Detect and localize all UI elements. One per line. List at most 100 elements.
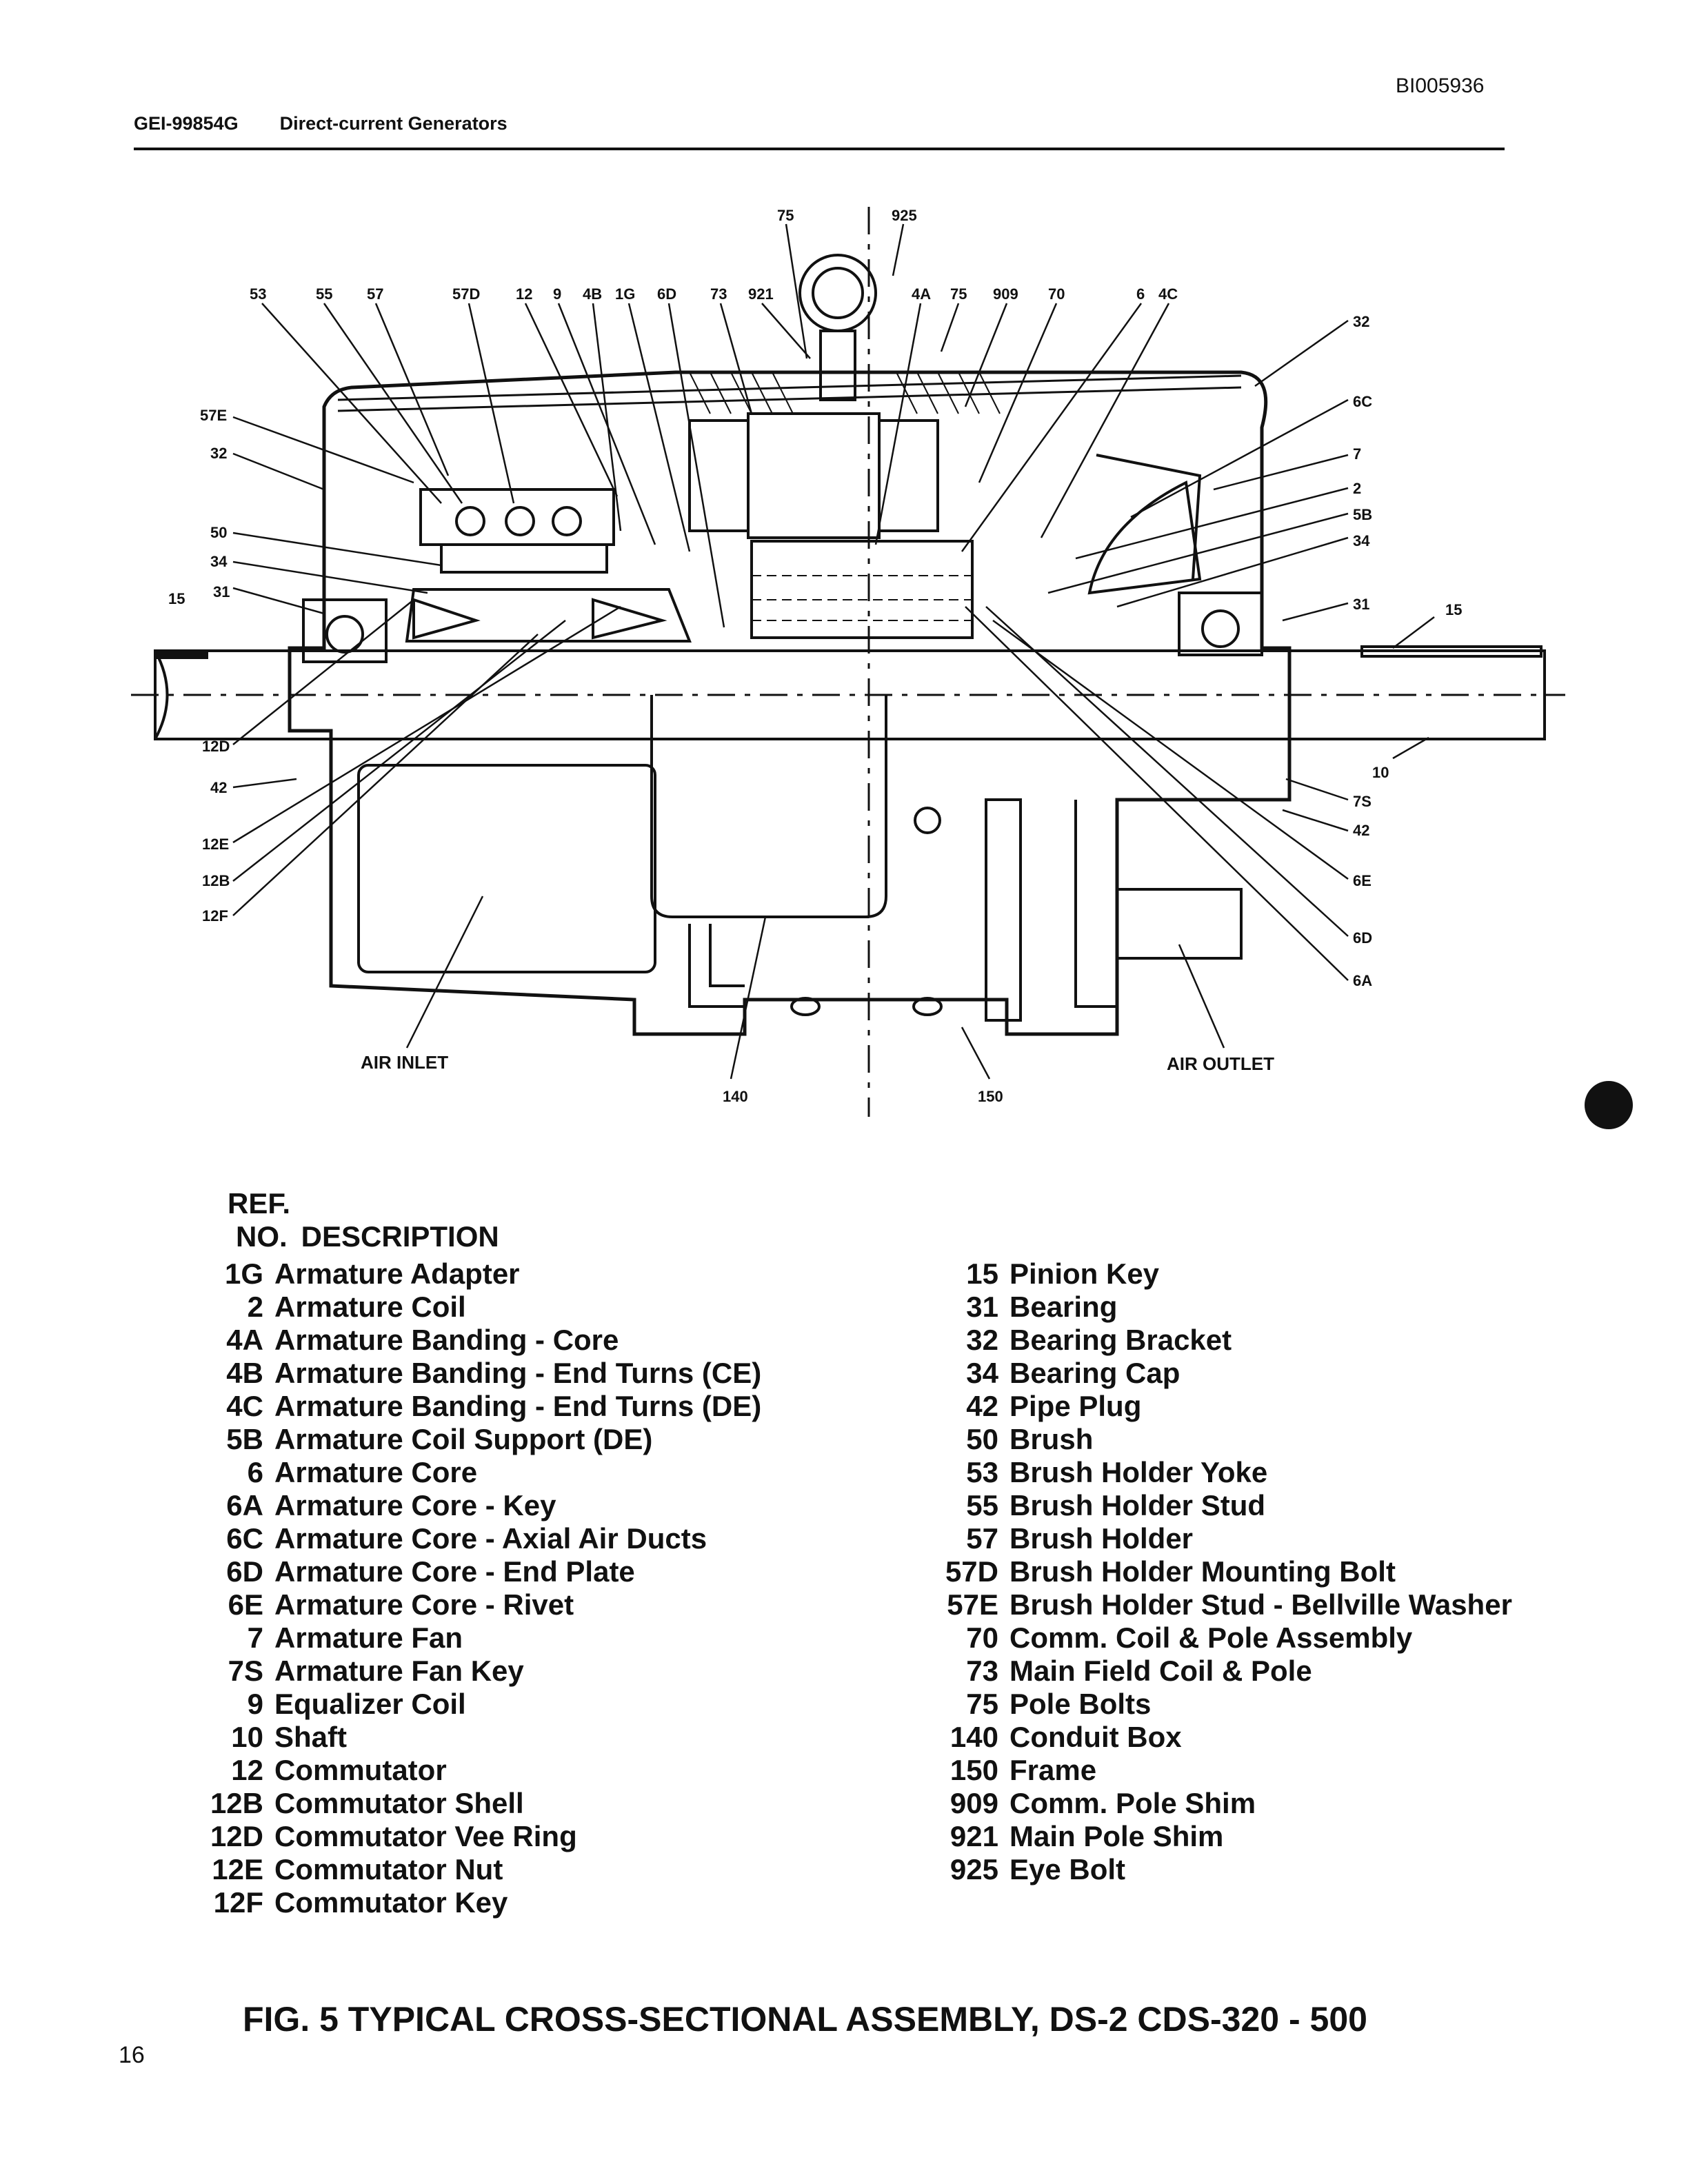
- cross-section-diagram: 75 925 53 55 57 57D 12 9 4B 1G 6D 73 921…: [131, 207, 1565, 1117]
- part-description: Brush: [1009, 1423, 1094, 1455]
- callout-31-left: 31: [213, 583, 230, 600]
- part-description: Bearing Bracket: [1009, 1324, 1232, 1356]
- part-description: Commutator Vee Ring: [274, 1820, 577, 1852]
- callout-921: 921: [748, 285, 774, 303]
- header-rule: [134, 148, 1505, 150]
- callout-50: 50: [210, 524, 227, 541]
- doc-title: Direct-current Generators: [279, 113, 508, 134]
- part-description: Brush Holder: [1009, 1522, 1194, 1555]
- parts-list-row: 921 Main Pole Shim: [924, 1820, 1512, 1853]
- bearing-bracket-ce: [302, 598, 388, 663]
- part-description: Armature Core - End Plate: [274, 1555, 635, 1588]
- frame-band: [337, 374, 1242, 401]
- vee-ring-left: [412, 598, 481, 640]
- part-ref-number: 2: [247, 1291, 263, 1323]
- stud-1: [455, 506, 485, 536]
- shaft: [154, 649, 1546, 740]
- air-outlet-duct: [1117, 888, 1243, 960]
- header-row: NO. DESCRIPTION: [228, 1220, 499, 1253]
- callout-31-right: 31: [1353, 596, 1369, 613]
- parts-list-row: 55 Brush Holder Stud: [924, 1489, 1512, 1522]
- eye-bolt-hole: [812, 267, 864, 319]
- part-description: Brush Holder Yoke: [1009, 1456, 1268, 1488]
- frame-rib: [985, 798, 1022, 1022]
- part-ref-number: 12E: [212, 1853, 263, 1885]
- callout-6: 6: [1136, 285, 1145, 303]
- callout-12e: 12E: [202, 836, 229, 853]
- callout-32-left: 32: [210, 445, 227, 462]
- part-description: Armature Banding - End Turns (CE): [274, 1357, 762, 1389]
- callout-6a: 6A: [1353, 972, 1372, 989]
- part-description: Frame: [1009, 1754, 1097, 1786]
- part-description: Armature Fan: [274, 1621, 463, 1654]
- callout-75: 75: [950, 285, 967, 303]
- conduit-box-cover: [357, 764, 656, 973]
- callout-57: 57: [367, 285, 383, 303]
- commutator: [405, 588, 692, 643]
- part-description: Main Pole Shim: [1009, 1820, 1224, 1852]
- part-ref-number: 150: [950, 1754, 998, 1786]
- pinion-key: [156, 649, 208, 659]
- part-description: Armature Coil Support (DE): [274, 1423, 653, 1455]
- callout-15-left: 15: [168, 590, 185, 607]
- part-description: Commutator Nut: [274, 1853, 503, 1885]
- parts-list-row: 925 Eye Bolt: [924, 1853, 1512, 1886]
- part-ref-number: 57D: [945, 1555, 998, 1588]
- bolt-left: [790, 997, 821, 1016]
- frame-outline: [288, 370, 1292, 1036]
- part-description: Armature Banding - Core: [274, 1324, 619, 1356]
- part-ref-number: 57E: [947, 1588, 998, 1621]
- foot-pipe-left: [688, 924, 745, 1008]
- foot-pipe-left-i: [709, 924, 745, 987]
- callout-34-right: 34: [1353, 532, 1370, 549]
- callout-4a: 4A: [912, 285, 931, 303]
- parts-list-row: 42 Pipe Plug: [924, 1390, 1512, 1423]
- callout-7s: 7S: [1353, 793, 1372, 810]
- field-coil-right: [878, 419, 939, 532]
- part-ref-number: 6C: [226, 1522, 263, 1555]
- callout-42-right: 42: [1353, 822, 1369, 839]
- part-description: Eye Bolt: [1009, 1853, 1126, 1885]
- field-coil-left: [688, 419, 750, 532]
- part-ref-number: 34: [966, 1357, 998, 1389]
- part-ref-number: 140: [950, 1721, 998, 1753]
- part-description: Pole Bolts: [1009, 1688, 1152, 1720]
- bearing-ce: [325, 615, 364, 654]
- part-description: Comm. Pole Shim: [1009, 1787, 1256, 1819]
- main-pole: [747, 412, 881, 539]
- part-description: Armature Core - Axial Air Ducts: [274, 1522, 707, 1555]
- callout-5b: 5B: [1353, 506, 1372, 523]
- bearing-bracket-de: [1178, 592, 1263, 656]
- part-description: Equalizer Coil: [274, 1688, 466, 1720]
- pinion-key-de: [1360, 645, 1543, 658]
- part-ref-number: 925: [950, 1853, 998, 1885]
- callout-6d: 6D: [1353, 929, 1372, 947]
- part-ref-number: 9: [247, 1688, 263, 1720]
- armature-core: [750, 540, 974, 639]
- part-ref-number: 921: [950, 1820, 998, 1852]
- frame-band-inner: [337, 386, 1242, 412]
- part-ref-number: 4B: [226, 1357, 263, 1389]
- callout-42-left: 42: [210, 779, 227, 796]
- part-description: Pipe Plug: [1009, 1390, 1142, 1422]
- part-description: Brush Holder Stud: [1009, 1489, 1266, 1521]
- page-number: 16: [119, 2042, 145, 2068]
- stud-3: [552, 506, 582, 536]
- callout-4b: 4B: [583, 285, 602, 303]
- leader-lines: [232, 223, 1435, 1080]
- part-ref-number: 55: [966, 1489, 998, 1521]
- part-ref-number: 42: [966, 1390, 998, 1422]
- part-ref-number: 70: [966, 1621, 998, 1654]
